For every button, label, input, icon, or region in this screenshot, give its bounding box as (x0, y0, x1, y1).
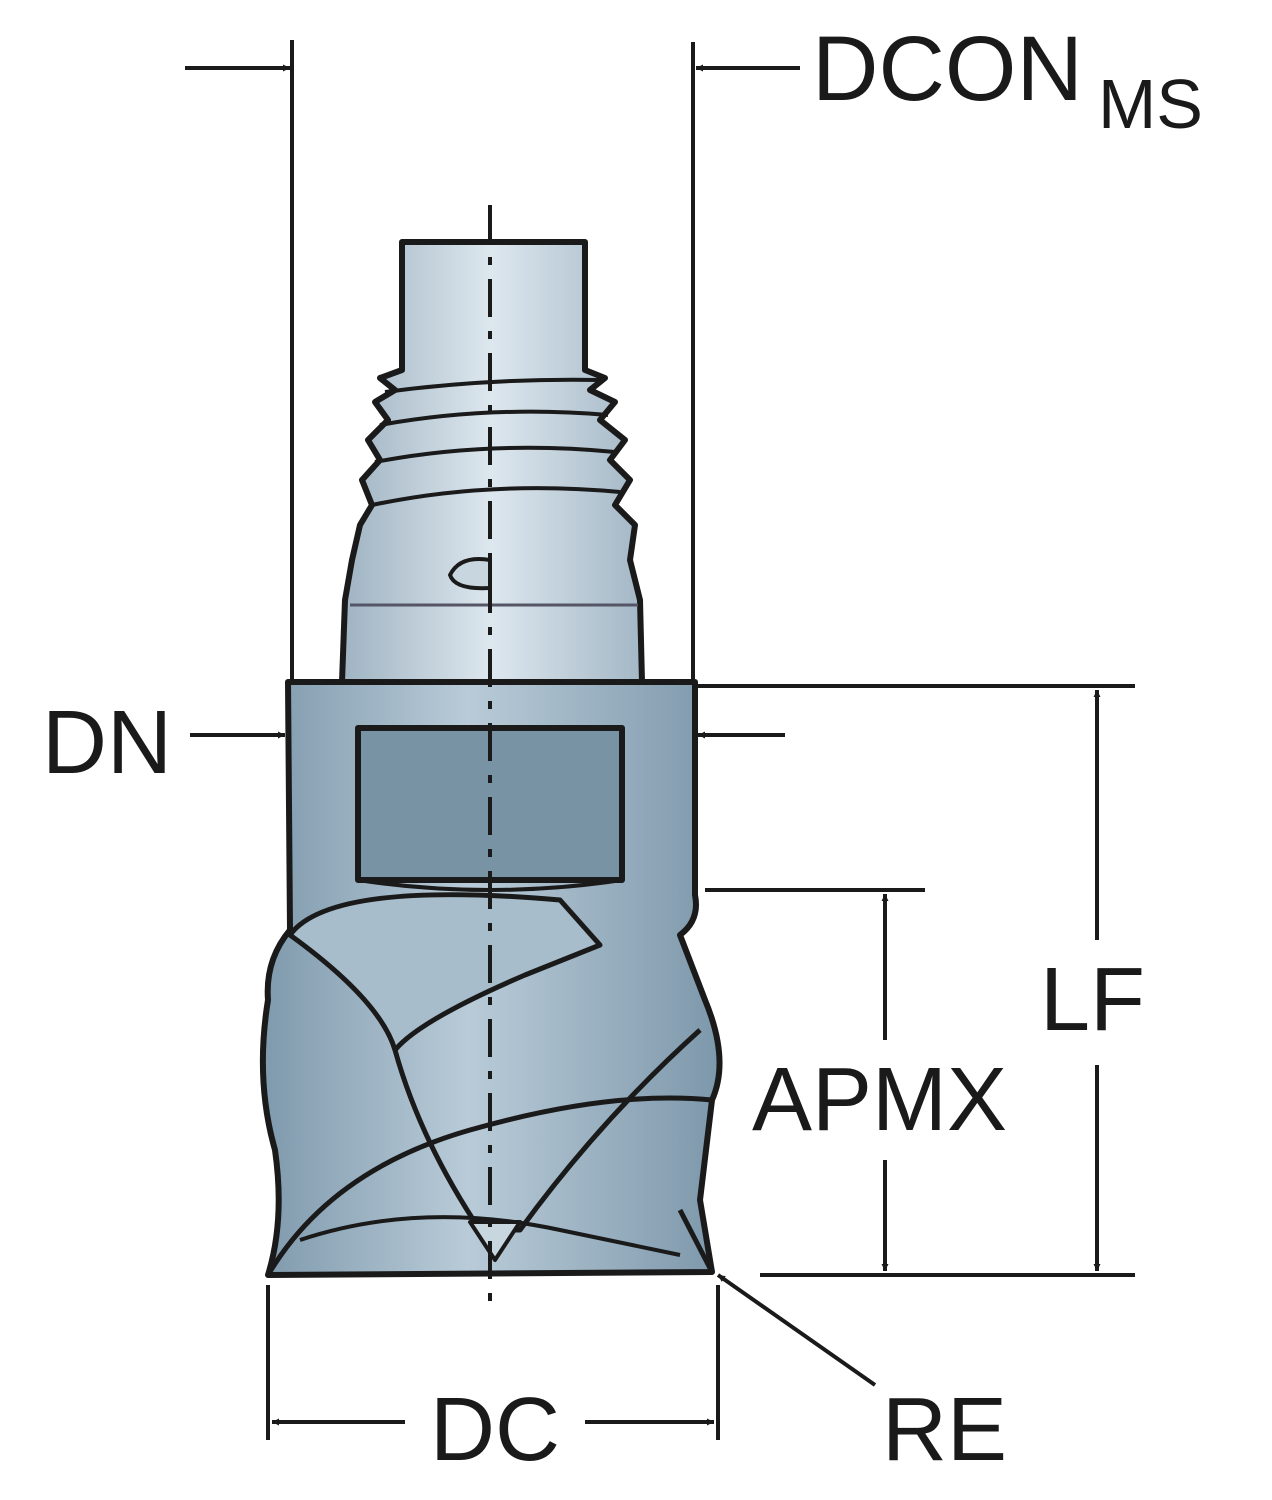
dimension-lines (185, 40, 1135, 1440)
label-dn: DN (42, 693, 172, 793)
label-apmx: APMX (752, 1050, 1007, 1150)
tool-body (259, 679, 723, 1278)
label-dcon-subscript: MS (1098, 65, 1203, 143)
label-lf: LF (1040, 950, 1145, 1050)
label-re: RE (882, 1380, 1007, 1480)
label-dcon: DCON (812, 18, 1083, 120)
label-dc: DC (430, 1380, 560, 1480)
